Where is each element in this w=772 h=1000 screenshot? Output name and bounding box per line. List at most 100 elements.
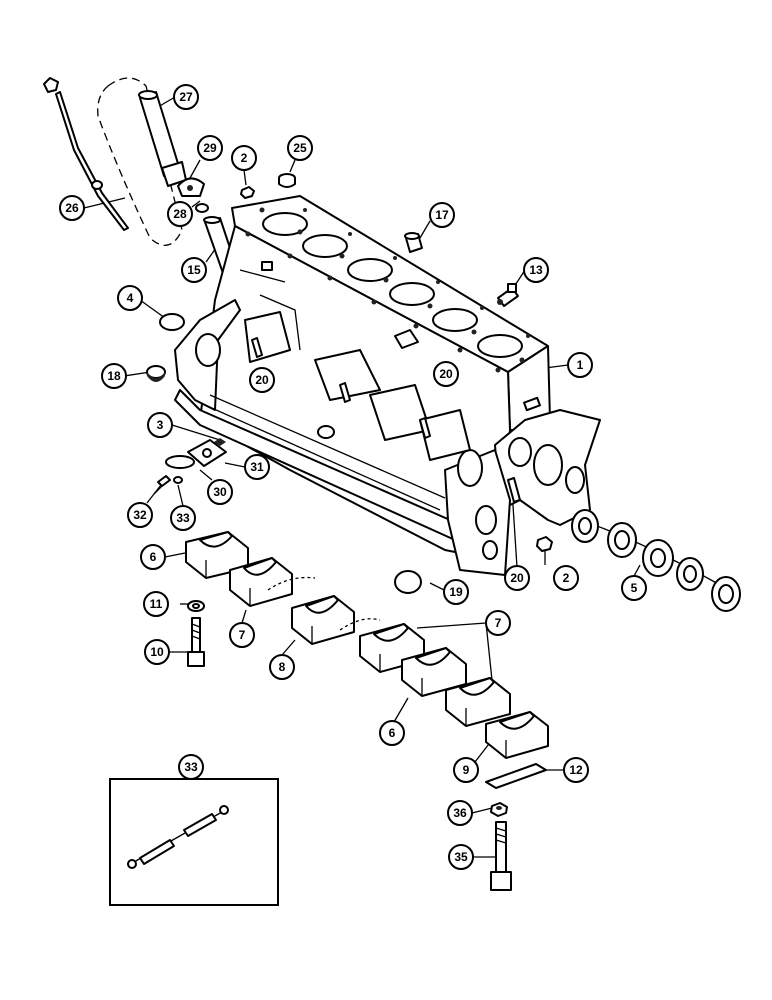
svg-text:32: 32 xyxy=(133,508,147,522)
callout-35: 35 xyxy=(448,844,474,870)
svg-text:29: 29 xyxy=(203,141,217,155)
svg-text:18: 18 xyxy=(107,369,121,383)
main-bearing-cap-7-upper xyxy=(229,557,293,607)
rear-main-bearing-cap-9 xyxy=(485,711,549,759)
callout-2: 2 xyxy=(553,565,579,591)
svg-text:4: 4 xyxy=(127,291,134,305)
callout-26: 26 xyxy=(59,195,85,221)
main-bearing-cap-6-lower xyxy=(401,647,467,697)
callout-33: 33 xyxy=(178,754,204,780)
o-ring xyxy=(195,203,209,213)
callout-11: 11 xyxy=(143,591,169,617)
callout-6: 6 xyxy=(140,544,166,570)
callout-28: 28 xyxy=(167,201,193,227)
svg-text:10: 10 xyxy=(150,645,164,659)
callout-20: 20 xyxy=(504,565,530,591)
svg-text:28: 28 xyxy=(173,207,187,221)
svg-text:20: 20 xyxy=(255,373,269,387)
svg-text:15: 15 xyxy=(187,263,201,277)
svg-text:33: 33 xyxy=(176,511,190,525)
core-plug-4 xyxy=(159,313,185,331)
svg-text:36: 36 xyxy=(453,806,467,820)
callout-9: 9 xyxy=(453,757,479,783)
callout-10: 10 xyxy=(144,639,170,665)
main-bearing-cap-7-lower xyxy=(445,677,511,727)
svg-text:7: 7 xyxy=(239,628,246,642)
callout-25: 25 xyxy=(287,135,313,161)
svg-text:33: 33 xyxy=(184,760,198,774)
cylinder-bores xyxy=(262,212,523,358)
svg-text:9: 9 xyxy=(463,763,470,777)
clamp xyxy=(177,177,205,197)
callout-27: 27 xyxy=(173,84,199,110)
dipstick xyxy=(43,77,129,231)
callout-20: 20 xyxy=(433,361,459,387)
svg-text:31: 31 xyxy=(250,460,264,474)
svg-text:26: 26 xyxy=(65,201,79,215)
svg-text:13: 13 xyxy=(529,263,543,277)
svg-text:27: 27 xyxy=(179,90,193,104)
callout-33: 33 xyxy=(170,505,196,531)
callout-4: 4 xyxy=(117,285,143,311)
oil-seal xyxy=(214,438,226,446)
svg-text:19: 19 xyxy=(449,585,463,599)
callout-7: 7 xyxy=(485,610,511,636)
callout-3: 3 xyxy=(147,412,173,438)
thrust-bearing-cap-8 xyxy=(291,595,355,645)
svg-text:5: 5 xyxy=(631,581,638,595)
washer-36 xyxy=(490,802,508,817)
svg-text:30: 30 xyxy=(213,485,227,499)
callout-7: 7 xyxy=(229,622,255,648)
core-plug-18 xyxy=(146,365,166,382)
bolt-35 xyxy=(490,821,512,891)
callout-31: 31 xyxy=(244,454,270,480)
sender-unit xyxy=(497,283,519,307)
svg-text:17: 17 xyxy=(435,208,449,222)
svg-text:25: 25 xyxy=(293,141,307,155)
svg-text:20: 20 xyxy=(510,571,524,585)
callout-18: 18 xyxy=(101,363,127,389)
callout-30: 30 xyxy=(207,479,233,505)
svg-text:8: 8 xyxy=(279,660,286,674)
svg-text:2: 2 xyxy=(563,571,570,585)
svg-text:35: 35 xyxy=(454,850,468,864)
lock-plate xyxy=(485,763,547,789)
callout-13: 13 xyxy=(523,257,549,283)
svg-text:6: 6 xyxy=(150,550,157,564)
callout-6: 6 xyxy=(379,720,405,746)
callout-19: 19 xyxy=(443,579,469,605)
lock-washer xyxy=(173,476,183,484)
svg-text:3: 3 xyxy=(157,418,164,432)
callout-32: 32 xyxy=(127,502,153,528)
nut-right xyxy=(536,536,553,552)
callout-36: 36 xyxy=(447,800,473,826)
bearing-shell-upper xyxy=(267,576,316,591)
dipstick-tube xyxy=(138,90,187,187)
callout-2: 2 xyxy=(231,145,257,171)
dipstick-tube-dashed-outline xyxy=(97,77,183,246)
washer-11 xyxy=(187,600,205,612)
callout-5: 5 xyxy=(621,575,647,601)
callout-20: 20 xyxy=(249,367,275,393)
callout-8: 8 xyxy=(269,654,295,680)
nut-small xyxy=(240,186,255,199)
svg-text:11: 11 xyxy=(150,597,163,611)
svg-text:7: 7 xyxy=(495,616,502,630)
head-bolt-holes xyxy=(245,207,530,373)
svg-text:12: 12 xyxy=(569,763,583,777)
svg-text:6: 6 xyxy=(389,726,396,740)
inset-detail-box xyxy=(109,778,279,906)
plug-cap xyxy=(278,173,296,188)
dowel-pins xyxy=(251,337,521,503)
callout-1: 1 xyxy=(567,352,593,378)
expansion-plug-19 xyxy=(394,570,422,594)
callout-12: 12 xyxy=(563,757,589,783)
cover-plate xyxy=(165,455,195,469)
svg-text:2: 2 xyxy=(241,151,248,165)
gasket xyxy=(187,439,227,467)
svg-text:1: 1 xyxy=(577,358,584,372)
cap-screw xyxy=(153,475,171,495)
callout-29: 29 xyxy=(197,135,223,161)
callout-15: 15 xyxy=(181,257,207,283)
